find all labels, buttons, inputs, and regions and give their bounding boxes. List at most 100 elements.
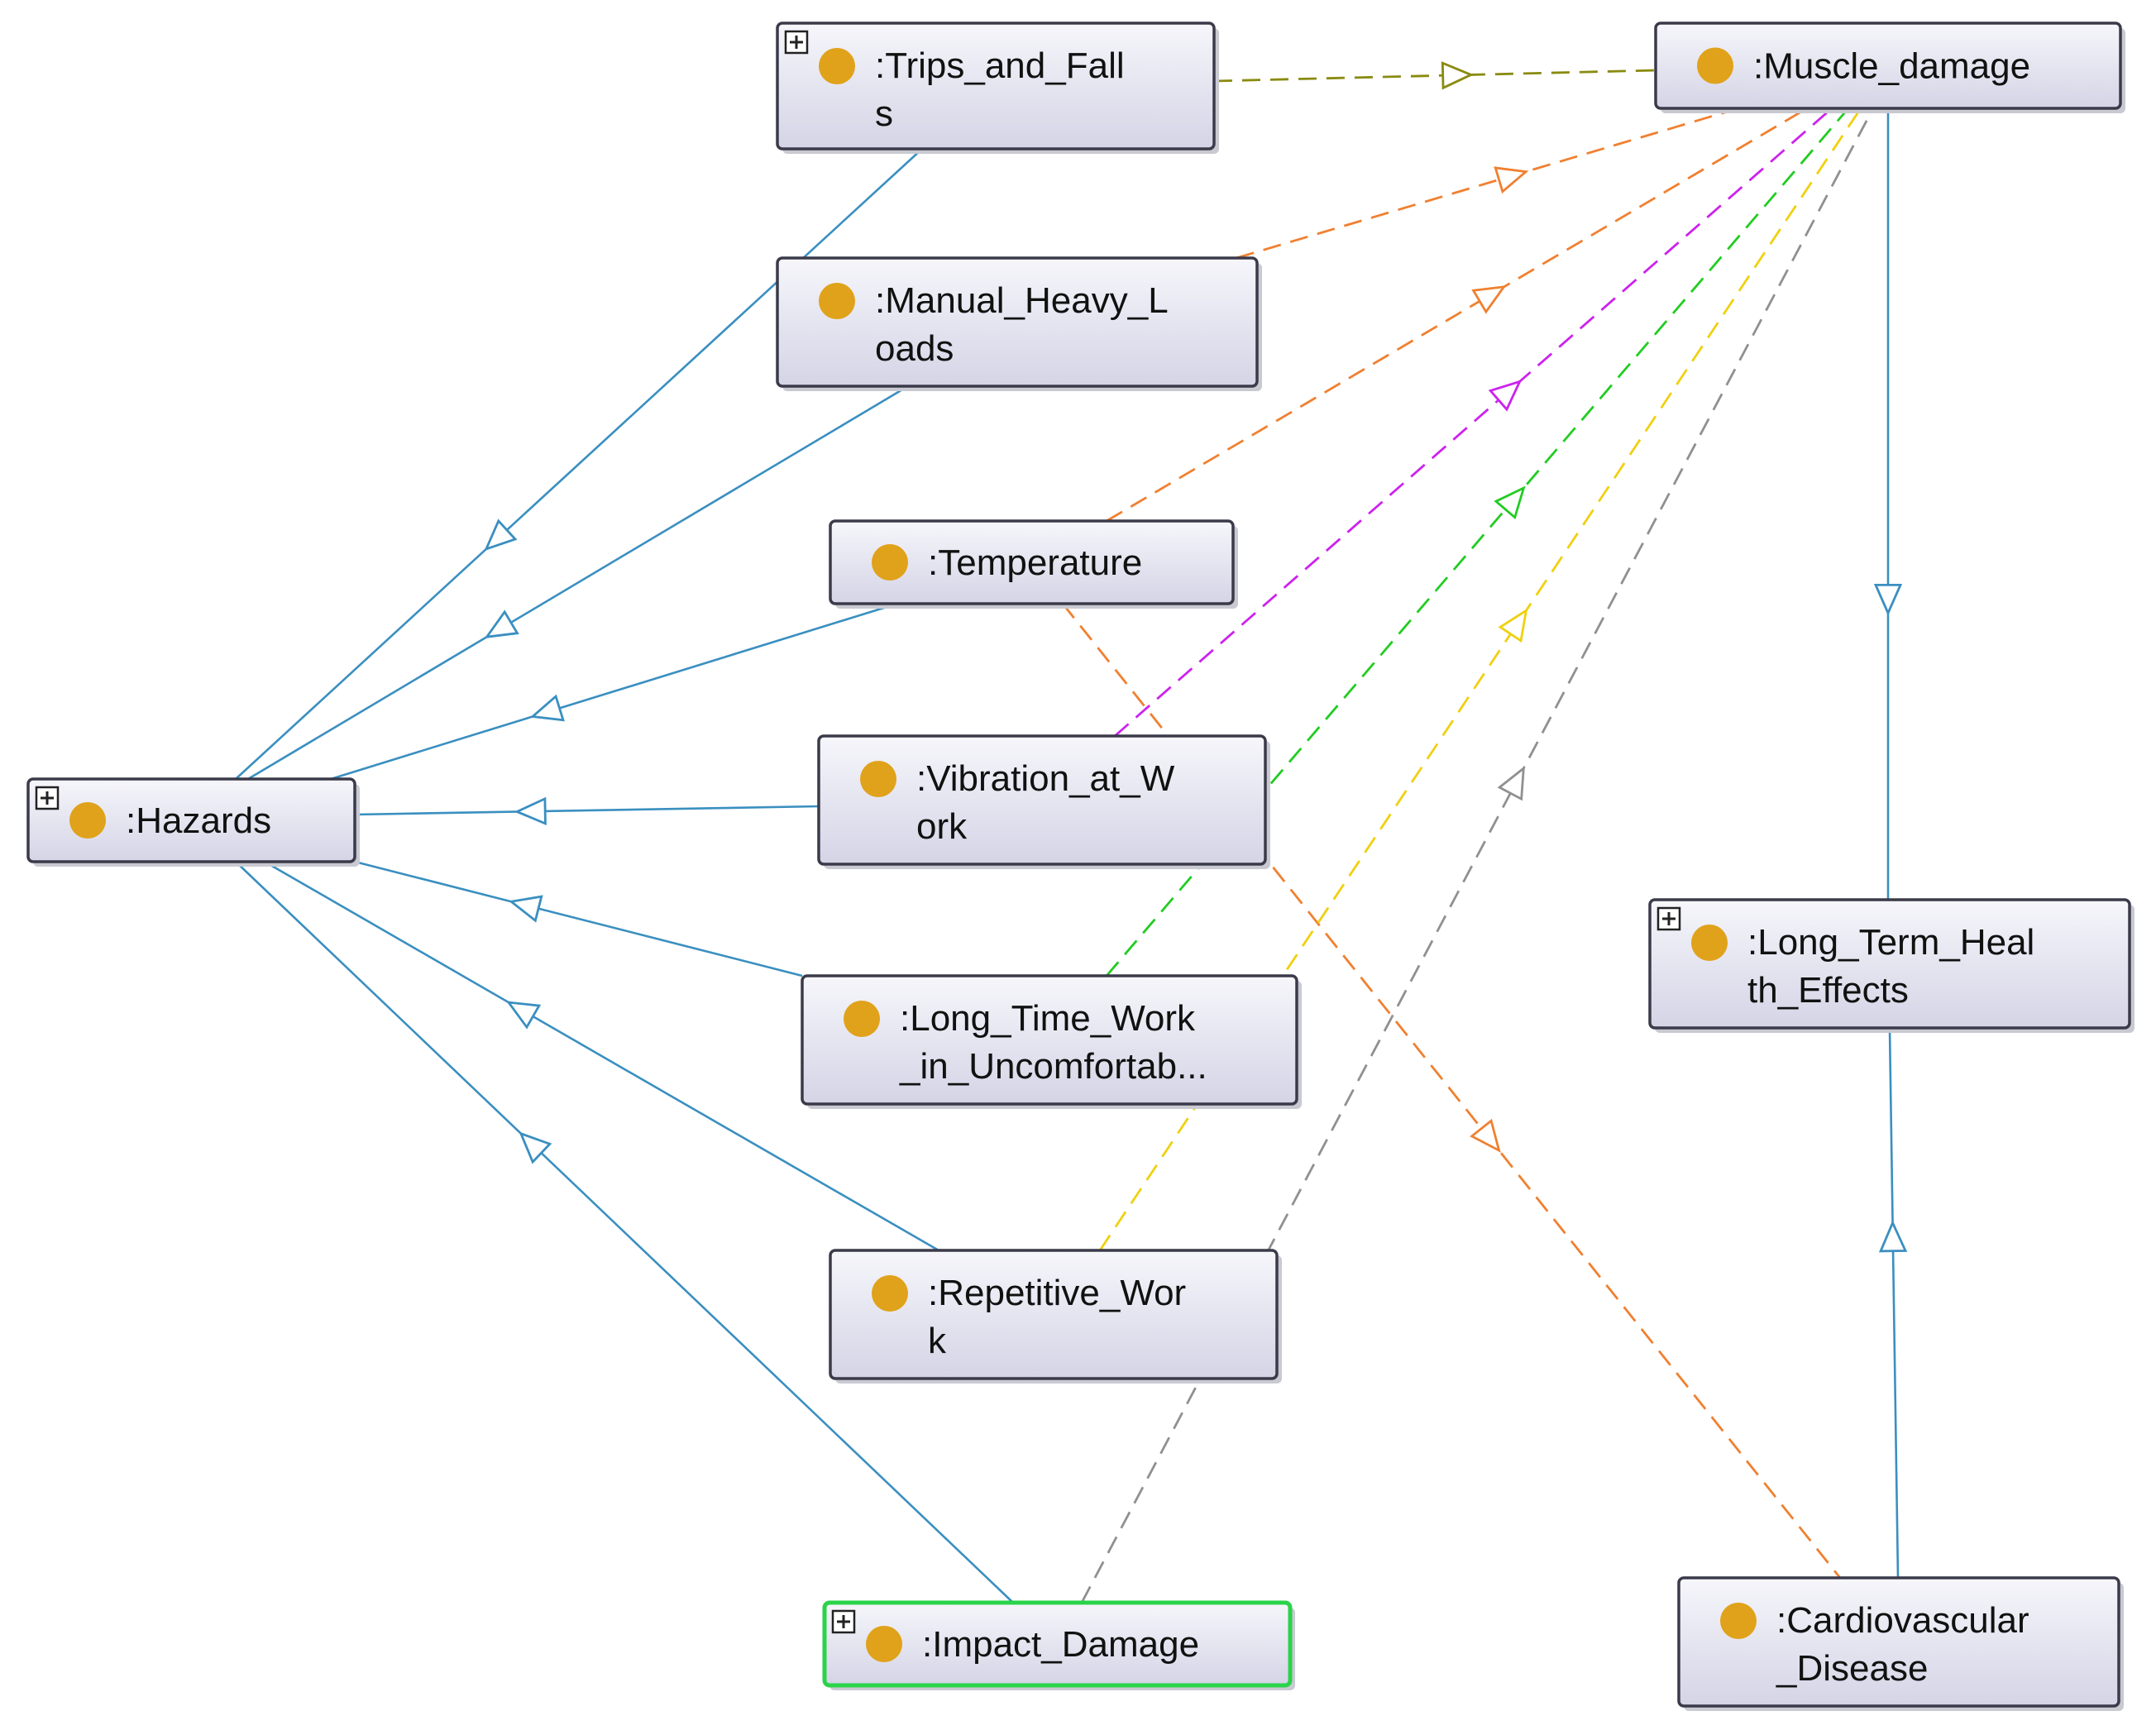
class-dot-icon xyxy=(866,1626,902,1662)
class-dot-icon xyxy=(860,761,896,797)
node-hazards[interactable]: :Hazards xyxy=(26,777,360,867)
node-label: _in_Uncomfortab... xyxy=(899,1046,1207,1087)
class-dot-icon xyxy=(1720,1603,1757,1639)
property-edge-longtime-muscle[interactable] xyxy=(1105,108,1850,977)
node-label: oads xyxy=(875,328,954,369)
node-box xyxy=(829,1249,1279,1380)
node-longtime[interactable]: :Long_Time_Work_in_Uncomfortab... xyxy=(801,974,1302,1109)
property-edge-trips-muscle[interactable] xyxy=(1213,61,1656,90)
node-box xyxy=(801,974,1298,1106)
subclass-edge-manual-hazards[interactable] xyxy=(247,385,909,781)
open-arrow-icon xyxy=(484,519,518,552)
subclass-edge-impact-hazards[interactable] xyxy=(235,861,1014,1603)
subclass-edge-line xyxy=(330,602,898,781)
property-edge-temperature-muscle[interactable] xyxy=(1106,107,1808,523)
subclass-edge-line xyxy=(354,805,820,816)
node-label: :Impact_Damage xyxy=(922,1624,1199,1665)
plus-box-icon[interactable] xyxy=(831,1609,856,1634)
open-arrow-icon xyxy=(519,1131,552,1164)
node-label: :Vibration_at_W xyxy=(916,758,1175,799)
open-arrow-icon xyxy=(1488,380,1523,412)
class-dot-icon xyxy=(844,1001,880,1037)
property-edge-line xyxy=(1114,107,1833,738)
class-dot-icon xyxy=(69,802,106,839)
node-label: :Trips_and_Fall xyxy=(875,45,1125,86)
class-dot-icon xyxy=(819,48,855,84)
node-label: :Muscle_damage xyxy=(1753,46,2030,87)
node-muscle[interactable]: :Muscle_damage xyxy=(1654,22,2125,113)
edges-layer xyxy=(235,61,1908,1603)
property-edge-manual-muscle[interactable] xyxy=(1236,107,1739,260)
node-label: k xyxy=(928,1321,947,1361)
node-box xyxy=(817,734,1267,866)
open-arrow-icon xyxy=(1494,485,1526,520)
open-arrow-icon xyxy=(1878,1220,1908,1253)
property-edge-line xyxy=(1236,107,1739,260)
node-vibration[interactable]: :Vibration_at_Work xyxy=(817,734,1270,869)
open-arrow-icon xyxy=(1471,285,1507,314)
node-label: _Disease xyxy=(1776,1648,1928,1689)
open-arrow-icon xyxy=(1873,583,1903,616)
node-label: :Manual_Heavy_L xyxy=(875,280,1169,321)
plus-box-icon[interactable] xyxy=(35,786,60,810)
open-arrow-icon xyxy=(505,1001,542,1030)
open-arrow-icon xyxy=(1497,766,1525,801)
open-arrow-icon xyxy=(508,895,543,923)
node-label: th_Effects xyxy=(1747,970,1909,1011)
subclass-edge-muscle-longterm[interactable] xyxy=(1873,108,1903,900)
node-label: :Temperature xyxy=(928,542,1142,583)
node-impact[interactable]: :Impact_Damage xyxy=(822,1600,1295,1690)
plus-box-icon[interactable] xyxy=(1656,906,1681,931)
class-dot-icon xyxy=(872,544,908,581)
subclass-edge-temperature-hazards[interactable] xyxy=(330,602,898,781)
node-label: ork xyxy=(916,806,968,847)
node-label: s xyxy=(875,93,893,134)
class-dot-icon xyxy=(819,283,855,319)
subclass-edge-vibration-hazards[interactable] xyxy=(354,796,820,826)
open-arrow-icon xyxy=(1498,608,1528,643)
open-arrow-icon xyxy=(1470,1118,1501,1153)
node-box xyxy=(822,1600,1293,1688)
node-label: :Cardiovascular xyxy=(1776,1600,2029,1641)
node-repetitive[interactable]: :Repetitive_Work xyxy=(829,1249,1282,1384)
node-box xyxy=(1677,1576,2120,1708)
node-box xyxy=(1654,22,2122,110)
open-arrow-icon xyxy=(484,609,519,638)
node-box xyxy=(776,256,1259,388)
subclass-edge-longtime-hazards[interactable] xyxy=(354,860,803,977)
open-arrow-icon xyxy=(514,796,547,826)
class-dot-icon xyxy=(1697,47,1733,84)
node-label: :Hazards xyxy=(126,800,271,841)
subclass-edge-cardio-longterm[interactable] xyxy=(1878,1027,1908,1579)
property-edge-line xyxy=(1105,108,1850,977)
node-label: :Long_Term_Heal xyxy=(1747,922,2034,963)
class-dot-icon xyxy=(872,1275,908,1312)
open-arrow-icon xyxy=(1441,61,1475,90)
node-box xyxy=(1648,898,2131,1030)
node-longterm[interactable]: :Long_Term_Heal th_Effects xyxy=(1648,898,2134,1033)
subclass-edge-line xyxy=(235,861,1014,1603)
subclass-edge-line xyxy=(1888,1027,1900,1579)
subclass-edge-line xyxy=(354,860,803,977)
subclass-edge-repetitive-hazards[interactable] xyxy=(264,860,939,1252)
subclass-edge-line xyxy=(247,385,909,781)
open-arrow-icon xyxy=(529,694,565,722)
node-box xyxy=(26,777,356,863)
plus-box-icon[interactable] xyxy=(784,30,809,55)
property-edge-line xyxy=(1106,107,1808,523)
subclass-edge-line xyxy=(235,148,923,780)
class-dot-icon xyxy=(1691,925,1728,961)
node-label: :Repetitive_Wor xyxy=(928,1273,1186,1313)
property-edge-line xyxy=(1213,69,1656,83)
node-cardio[interactable]: :Cardiovascular _Disease xyxy=(1677,1576,2124,1711)
node-temperature[interactable]: :Temperature xyxy=(829,519,1238,609)
property-edge-vibration-muscle[interactable] xyxy=(1114,107,1833,738)
node-box xyxy=(829,519,1235,605)
node-box xyxy=(776,22,1216,151)
subclass-edge-trips-hazards[interactable] xyxy=(235,148,923,780)
open-arrow-icon xyxy=(1494,166,1529,194)
